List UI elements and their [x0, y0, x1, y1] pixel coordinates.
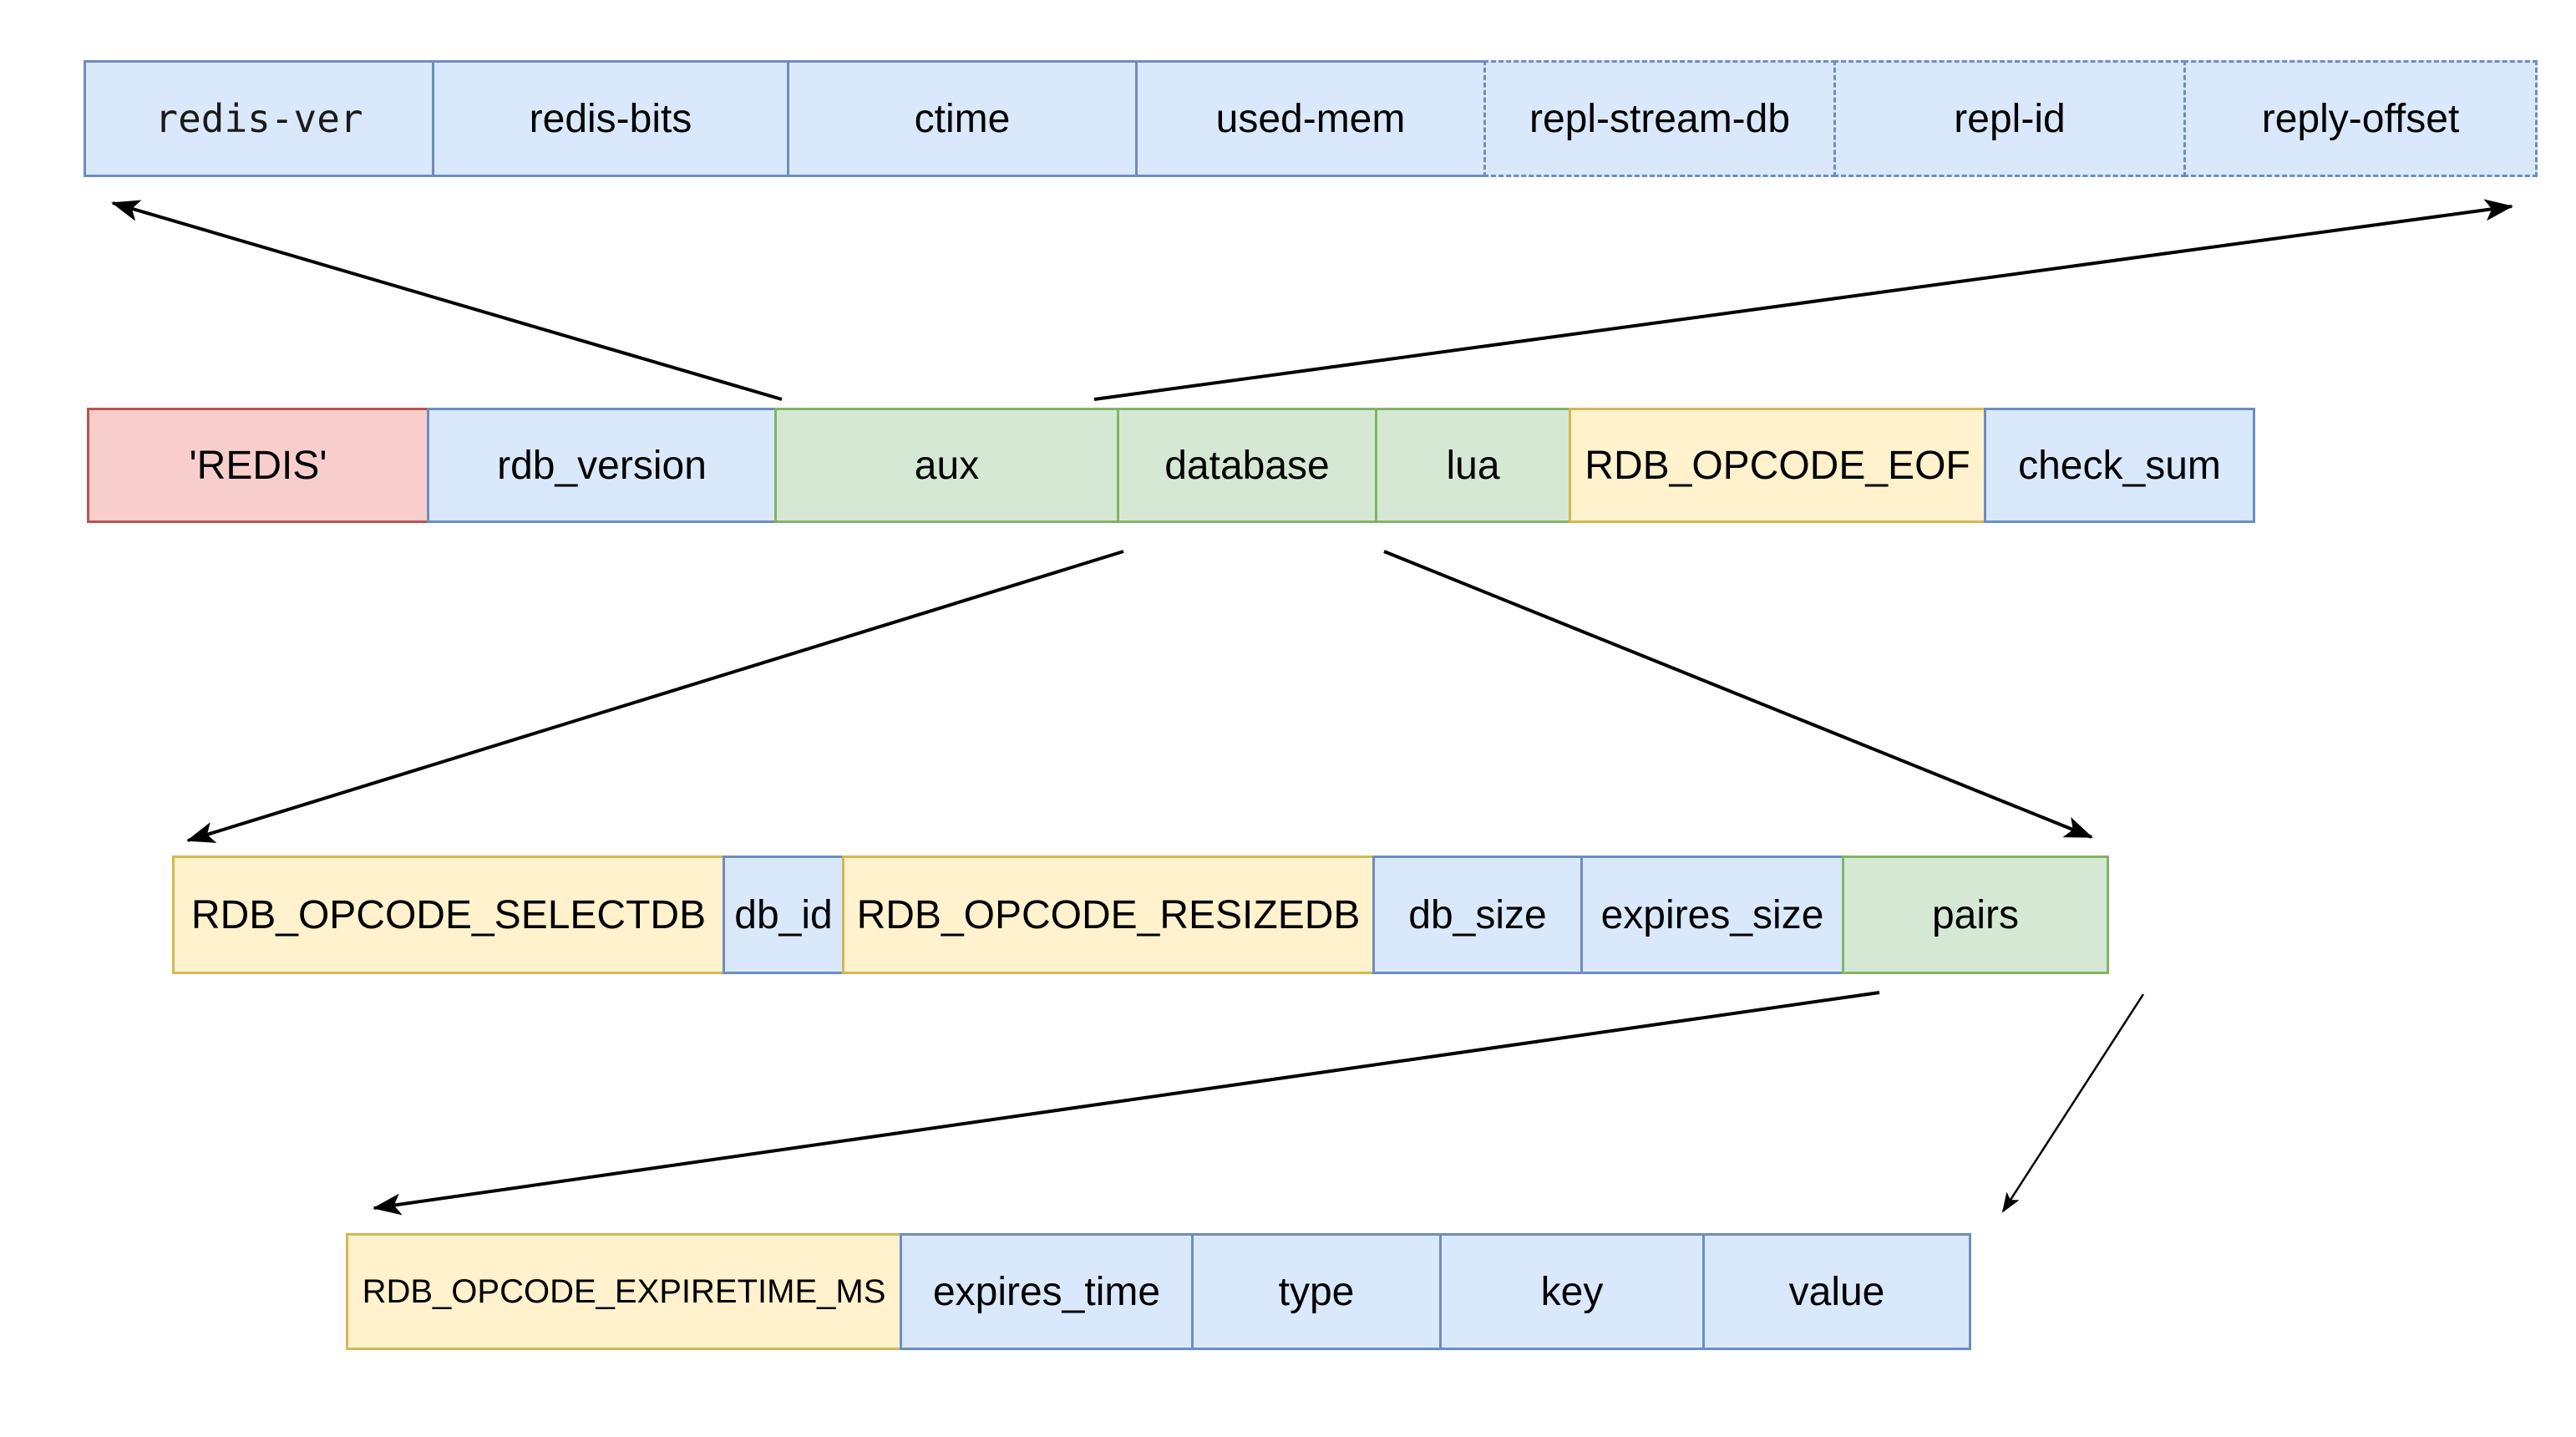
- cell-label-rdb-opcode-selectdb: RDB_OPCODE_SELECTDB: [190, 892, 707, 937]
- cell-pairs: pairs: [1842, 856, 2109, 974]
- row-aux-fields: redis-ver redis-bits ctime used-mem repl-str…: [84, 60, 2538, 177]
- row-database-section: RDB_OPCODE_SELECTDB db_id RDB_OPCODE_RESIZ…: [172, 856, 2109, 974]
- cell-label-db-size: db_size: [1408, 892, 1547, 937]
- cell-database: database: [1117, 408, 1377, 523]
- cell-label-repl-id: repl-id: [1954, 96, 2066, 141]
- cell-label-key: key: [1540, 1269, 1604, 1314]
- row-pair-section: RDB_OPCODE_EXPIRETIME_MS expires_time type…: [346, 1233, 1971, 1350]
- cell-label-expires-time: expires_time: [932, 1269, 1161, 1314]
- cell-reply-offset: reply-offset: [2183, 60, 2538, 177]
- cell-value: value: [1702, 1233, 1971, 1350]
- cell-label-value: value: [1788, 1269, 1885, 1314]
- cell-label-type: type: [1278, 1269, 1355, 1314]
- cell-label-database: database: [1164, 443, 1330, 488]
- cell-repl-stream-db: repl-stream-db: [1483, 60, 1836, 177]
- cell-rdb-opcode-eof: RDB_OPCODE_EOF: [1569, 408, 1986, 523]
- arrow-pairs-to-expiretime: [373, 991, 1880, 1216]
- cell-label-db-id: db_id: [734, 892, 833, 937]
- cell-label-lua: lua: [1446, 443, 1500, 488]
- cell-label-check-sum: check_sum: [2018, 443, 2221, 488]
- cell-label-used-mem: used-mem: [1215, 96, 1406, 141]
- cell-label-rdb-opcode-expiretime-ms: RDB_OPCODE_EXPIRETIME_MS: [362, 1272, 886, 1310]
- arrow-aux-to-header-right: [1093, 199, 2513, 401]
- cell-expires-size: expires_size: [1580, 856, 1844, 974]
- cell-redis-ver: redis-ver: [84, 60, 434, 177]
- cell-label-redis: 'REDIS': [189, 443, 327, 488]
- cell-label-ctime: ctime: [914, 96, 1011, 141]
- cell-redis-bits: redis-bits: [432, 60, 789, 177]
- cell-label-redis-ver: redis-ver: [155, 96, 363, 141]
- cell-label-rdb-opcode-resizedb: RDB_OPCODE_RESIZEDB: [856, 892, 1361, 937]
- cell-aux: aux: [774, 408, 1119, 523]
- cell-label-pairs: pairs: [1931, 892, 2020, 937]
- cell-label-repl-stream-db: repl-stream-db: [1529, 96, 1791, 141]
- cell-rdb-opcode-expiretime-ms: RDB_OPCODE_EXPIRETIME_MS: [346, 1233, 902, 1350]
- cell-check-sum: check_sum: [1984, 408, 2255, 523]
- cell-ctime: ctime: [787, 60, 1138, 177]
- cell-rdb-opcode-resizedb: RDB_OPCODE_RESIZEDB: [842, 856, 1375, 974]
- cell-redis: 'REDIS': [87, 408, 429, 523]
- cell-label-expires-size: expires_size: [1600, 892, 1824, 937]
- cell-repl-id: repl-id: [1833, 60, 2186, 177]
- cell-db-size: db_size: [1372, 856, 1583, 974]
- cell-label-aux: aux: [914, 443, 980, 488]
- row-rdb-file: 'REDIS' rdb_version aux database lua RDB_OPCO…: [87, 408, 2255, 523]
- arrow-database-to-pairs: [1383, 550, 2093, 839]
- arrow-pairs-to-value: [2001, 993, 2145, 1213]
- cell-rdb-version: rdb_version: [427, 408, 777, 523]
- cell-label-rdb-opcode-eof: RDB_OPCODE_EOF: [1585, 443, 1970, 488]
- cell-rdb-opcode-selectdb: RDB_OPCODE_SELECTDB: [172, 856, 725, 974]
- cell-expires-time: expires_time: [900, 1233, 1194, 1350]
- cell-used-mem: used-mem: [1135, 60, 1486, 177]
- cell-label-rdb-version: rdb_version: [497, 443, 707, 488]
- cell-label-redis-bits: redis-bits: [529, 96, 692, 141]
- cell-lua: lua: [1375, 408, 1571, 523]
- cell-db-id: db_id: [723, 856, 844, 974]
- cell-label-reply-offset: reply-offset: [2261, 96, 2460, 141]
- cell-key: key: [1439, 1233, 1705, 1350]
- arrow-database-to-selectdb: [186, 550, 1124, 843]
- cell-type: type: [1191, 1233, 1442, 1350]
- arrow-aux-to-header-left: [111, 200, 783, 401]
